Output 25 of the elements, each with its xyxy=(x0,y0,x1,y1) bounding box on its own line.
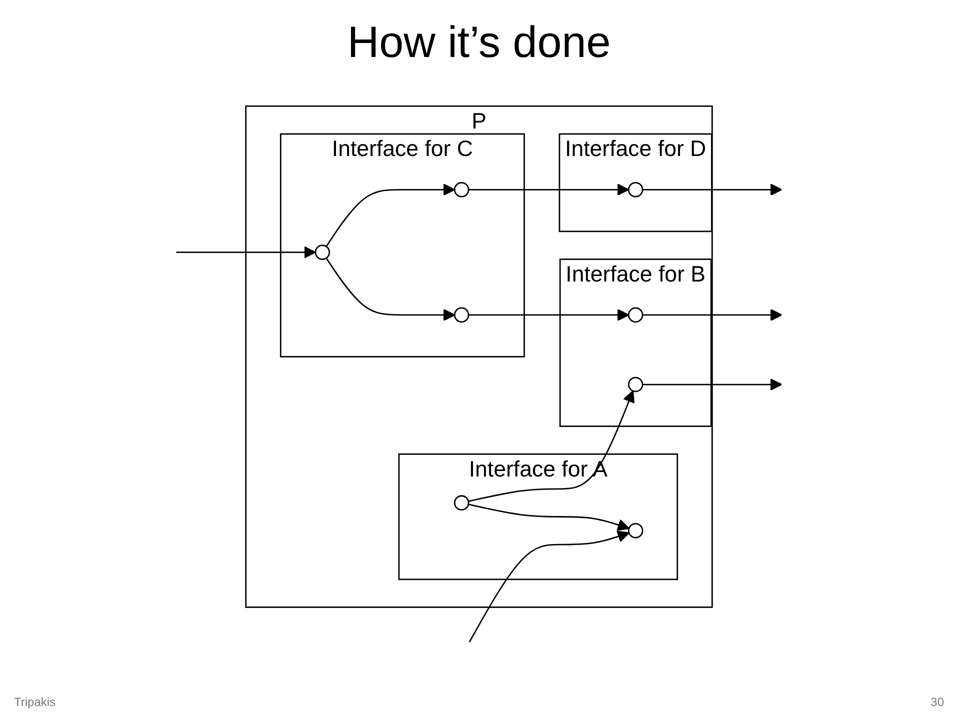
author-footer: Tripakis xyxy=(14,695,56,709)
arrow xyxy=(468,308,630,322)
arrow xyxy=(642,308,782,322)
cluster: Interface for B xyxy=(559,258,712,427)
node-circle xyxy=(628,182,644,198)
arrow xyxy=(468,184,630,196)
page-number: 30 xyxy=(930,695,944,709)
slide-title: How it’s done xyxy=(346,18,612,68)
node-circle xyxy=(454,307,470,323)
node-circle xyxy=(454,182,470,198)
arrow xyxy=(468,390,635,502)
cluster: Interface for D xyxy=(558,133,712,232)
arrow xyxy=(326,258,456,322)
cluster: Interface for C xyxy=(280,133,525,358)
arrow xyxy=(642,378,782,391)
node-circle xyxy=(628,376,644,392)
arrow xyxy=(326,184,456,247)
node-circle xyxy=(628,307,644,323)
arrow xyxy=(468,530,630,642)
node-circle xyxy=(628,523,644,538)
node-circle xyxy=(314,244,330,260)
arrow xyxy=(176,246,316,258)
arrow xyxy=(642,184,782,196)
arrow xyxy=(468,504,630,531)
node-circle xyxy=(454,495,470,510)
